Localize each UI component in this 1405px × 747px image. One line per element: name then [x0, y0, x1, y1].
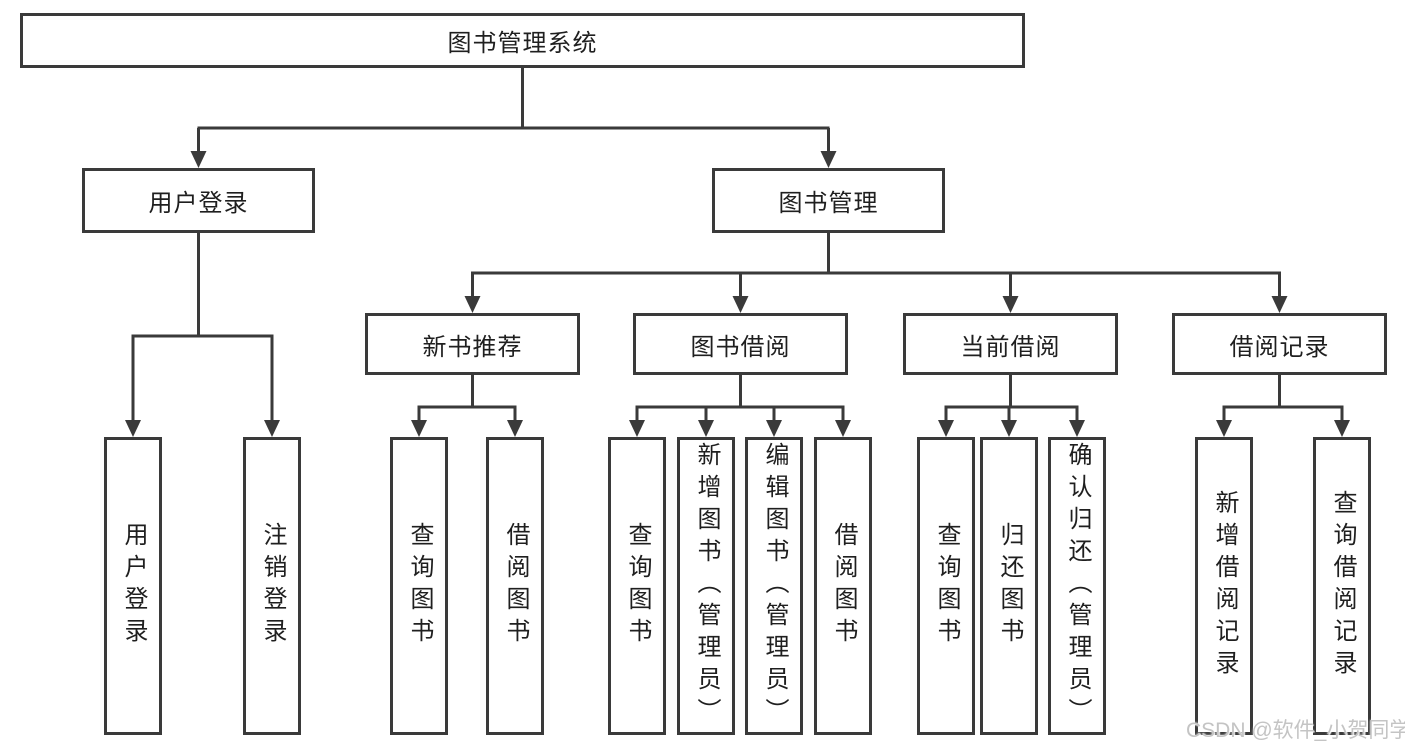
node-new-book-recommendation: 新书推荐	[365, 313, 580, 375]
leaf-label: 编辑图书（管理员）	[761, 442, 788, 730]
node-label: 图书管理	[778, 190, 879, 217]
arrowhead-icon	[507, 420, 523, 437]
node-book-management: 图书管理	[712, 168, 945, 233]
node-label: 用户登录	[148, 190, 249, 217]
arrowhead-icon	[411, 420, 427, 437]
node-borrowing-records: 借阅记录	[1172, 313, 1387, 375]
arrowhead-icon	[1069, 420, 1085, 437]
leaf-label: 查询图书	[933, 522, 960, 650]
leaf-query-book-current: 查询图书	[917, 437, 975, 735]
arrowhead-icon	[1271, 296, 1288, 313]
node-label: 图书管理系统	[447, 30, 598, 57]
leaf-label: 注销登录	[259, 522, 286, 650]
leaf-label: 用户登录	[120, 522, 147, 650]
csdn-watermark: CSDN @软件_小贺同学	[1186, 719, 1405, 742]
node-book-borrowing: 图书借阅	[633, 313, 848, 375]
leaf-label: 查询图书	[406, 522, 433, 650]
arrowhead-icon	[1334, 420, 1350, 437]
leaf-label: 归还图书	[996, 522, 1023, 650]
arrowhead-icon	[698, 420, 714, 437]
arrowhead-icon	[1001, 420, 1017, 437]
arrowhead-icon	[264, 420, 280, 437]
arrowhead-icon	[732, 296, 749, 313]
leaf-query-book-recommend: 查询图书	[390, 437, 448, 735]
arrowhead-icon	[766, 420, 782, 437]
leaf-borrow-book-borrowing: 借阅图书	[814, 437, 872, 735]
leaf-label: 借阅图书	[830, 522, 857, 650]
arrowhead-icon	[820, 151, 837, 168]
node-label: 借阅记录	[1229, 333, 1330, 361]
leaf-query-borrow-record: 查询借阅记录	[1313, 437, 1371, 735]
node-label: 新书推荐	[422, 333, 523, 361]
arrowhead-icon	[835, 420, 851, 437]
leaf-label: 借阅图书	[502, 522, 529, 650]
node-user-login: 用户登录	[82, 168, 315, 233]
leaf-label: 确认归还（管理员）	[1064, 442, 1091, 730]
arrowhead-icon	[1002, 296, 1019, 313]
leaf-confirm-return-admin: 确认归还（管理员）	[1048, 437, 1106, 735]
leaf-borrow-book-recommend: 借阅图书	[486, 437, 544, 735]
node-label: 当前借阅	[960, 333, 1061, 361]
arrowhead-icon	[125, 420, 141, 437]
leaf-user-login: 用户登录	[104, 437, 162, 735]
leaf-return-book: 归还图书	[980, 437, 1038, 735]
arrowhead-icon	[190, 151, 207, 168]
leaf-query-book-borrowing: 查询图书	[608, 437, 666, 735]
leaf-label: 新增借阅记录	[1211, 490, 1238, 682]
leaf-label: 查询借阅记录	[1329, 490, 1356, 682]
leaf-label: 新增图书（管理员）	[693, 442, 720, 730]
leaf-edit-book-admin: 编辑图书（管理员）	[745, 437, 803, 735]
node-library-management-system: 图书管理系统	[20, 13, 1025, 68]
arrowhead-icon	[938, 420, 954, 437]
node-label: 图书借阅	[690, 333, 791, 361]
leaf-add-borrow-record: 新增借阅记录	[1195, 437, 1253, 735]
arrowhead-icon	[629, 420, 645, 437]
leaf-add-book-admin: 新增图书（管理员）	[677, 437, 735, 735]
arrowhead-icon	[464, 296, 481, 313]
leaf-logout-login: 注销登录	[243, 437, 301, 735]
arrowhead-icon	[1216, 420, 1232, 437]
node-current-borrowing: 当前借阅	[903, 313, 1118, 375]
leaf-label: 查询图书	[624, 522, 651, 650]
